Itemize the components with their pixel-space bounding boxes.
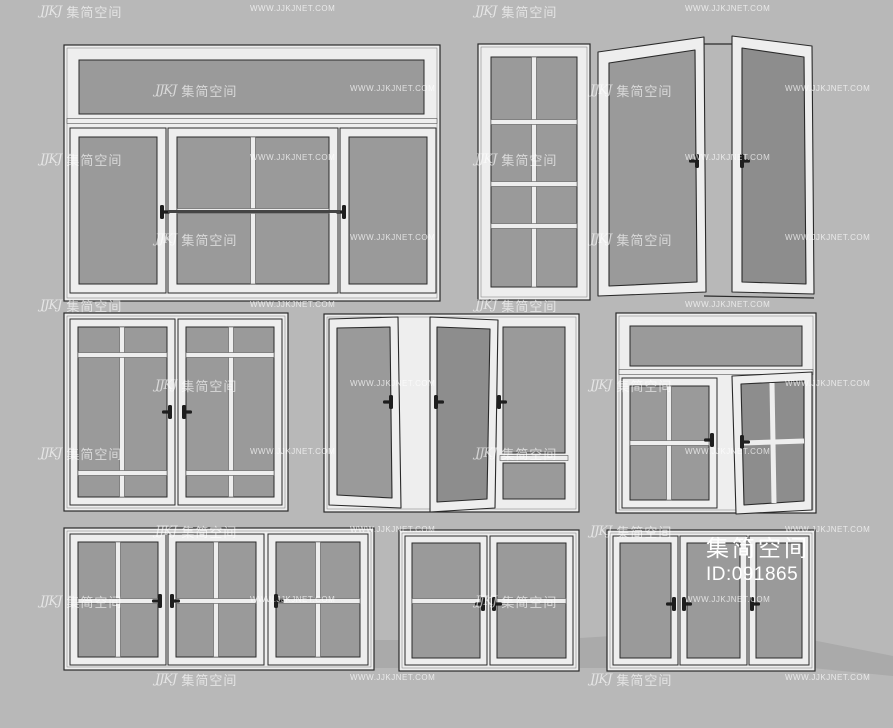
floor-shadow xyxy=(812,640,893,676)
handle-icon xyxy=(434,395,444,409)
window-5-transom-open-sash xyxy=(615,312,817,515)
handle-icon xyxy=(740,154,750,168)
open-sash-glass xyxy=(436,326,491,503)
handle-icon xyxy=(383,395,393,409)
handle-icon xyxy=(492,597,502,611)
muntin-vertical xyxy=(228,326,234,498)
glass-pane xyxy=(502,326,566,454)
open-sash-glass xyxy=(741,47,807,285)
glass-pane xyxy=(78,59,425,115)
muntin-horizontal xyxy=(77,352,168,358)
muntin-horizontal xyxy=(175,598,257,604)
frame-inner-line xyxy=(66,530,372,668)
window-7-double-crossbar xyxy=(398,529,580,672)
glass-pane xyxy=(619,542,672,659)
window-3-double-casement-grid xyxy=(63,312,289,512)
glass-pane xyxy=(686,542,741,659)
glass-pane xyxy=(502,462,566,500)
handle-lever xyxy=(689,159,697,163)
muntin-horizontal xyxy=(490,223,578,229)
muntin-vertical xyxy=(119,326,125,498)
muntin-horizontal xyxy=(496,598,567,604)
handle-lever xyxy=(684,602,692,606)
handle-lever xyxy=(742,440,750,444)
muntin-vertical xyxy=(531,56,537,288)
handle-icon xyxy=(689,154,699,168)
frame-inner-line xyxy=(66,47,438,299)
muntin-horizontal xyxy=(490,181,578,187)
muntin-horizontal xyxy=(411,598,481,604)
glass-pane xyxy=(78,136,158,285)
handle-lever xyxy=(666,602,674,606)
handle-icon xyxy=(152,594,162,608)
frame-inner-line xyxy=(66,315,286,509)
muntin-horizontal xyxy=(66,118,438,124)
handle-icon xyxy=(704,433,714,447)
handle-icon xyxy=(170,594,180,608)
muntin-horizontal xyxy=(77,598,159,604)
id-brand-text: 集简空间 xyxy=(706,535,810,561)
model-id-label: 集简空间 ID:091865 xyxy=(706,535,810,585)
handle-lever xyxy=(704,438,712,442)
handle-icon xyxy=(274,594,284,608)
floor-shadow xyxy=(580,636,612,668)
handle-icon xyxy=(162,405,172,419)
handle-icon xyxy=(666,597,676,611)
handle-lever xyxy=(172,599,180,603)
muntin-horizontal xyxy=(499,455,569,461)
muntin-horizontal xyxy=(185,470,275,476)
handle-lever xyxy=(152,599,160,603)
muntin-horizontal xyxy=(629,440,710,446)
handle-lever xyxy=(499,400,507,404)
window-4-triple-casement-open xyxy=(323,313,580,513)
open-sash-glass xyxy=(336,326,393,499)
frame-sill xyxy=(703,295,815,299)
glass-pane xyxy=(348,136,428,285)
window-6-triple-grid xyxy=(63,527,375,671)
handle-lever xyxy=(162,410,170,414)
handle-lever xyxy=(383,400,391,404)
window-8-triple-plain xyxy=(606,529,816,672)
model-id-text: ID:091865 xyxy=(706,564,799,585)
handle-lever xyxy=(742,159,750,163)
handle-lever xyxy=(475,602,483,606)
muntin-horizontal xyxy=(185,352,275,358)
glass-pane xyxy=(629,325,803,367)
muntin-horizontal xyxy=(275,598,361,604)
handle-lever xyxy=(752,602,760,606)
handle-icon xyxy=(475,597,485,611)
handle-icon xyxy=(740,435,750,449)
handle-lever xyxy=(184,410,192,414)
muntin-horizontal xyxy=(741,438,805,446)
handle-rod xyxy=(168,210,340,213)
handle-icon xyxy=(497,395,507,409)
handle-icon xyxy=(182,405,192,419)
handle-icon xyxy=(682,597,692,611)
frame-inner-line xyxy=(618,315,814,511)
frame-inner-line xyxy=(609,532,813,669)
glass-pane xyxy=(755,542,803,659)
window-1-fixed-top-three-pane xyxy=(63,44,441,302)
muntin-horizontal xyxy=(77,470,168,476)
frame-inner-line xyxy=(480,46,588,298)
frame-inner-line xyxy=(401,532,577,669)
handle-lever xyxy=(436,400,444,404)
window-2-grid-casement-open xyxy=(477,35,815,301)
muntin-horizontal xyxy=(490,119,578,125)
muntin-horizontal xyxy=(618,369,814,375)
open-sash-glass xyxy=(608,49,698,287)
handle-icon xyxy=(750,597,760,611)
handle-lever xyxy=(494,602,502,606)
handle-lever xyxy=(276,599,284,603)
